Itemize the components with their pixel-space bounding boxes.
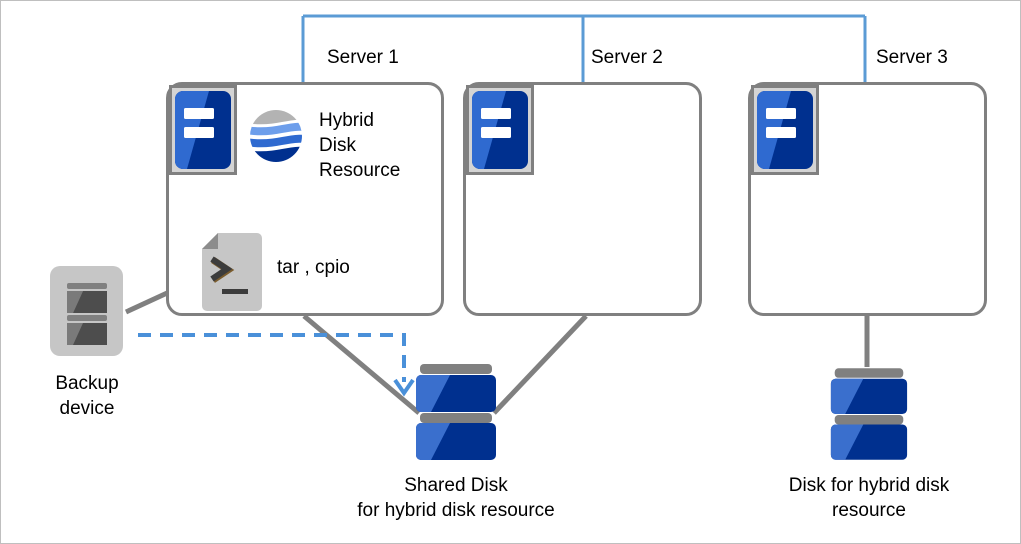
server-icon-1 (169, 85, 237, 175)
backup-disk-glyph (67, 283, 107, 345)
server-glyph (472, 91, 528, 169)
server-glyph (175, 91, 231, 169)
local-disk-icon (830, 368, 908, 460)
network-bus (301, 14, 867, 82)
backup-device-icon (50, 266, 123, 356)
server-icon-2 (466, 85, 534, 175)
server-icon-3 (751, 85, 819, 175)
hybrid-disk-resource-label: Hybrid Disk Resource (319, 110, 401, 181)
local-disk-label: Disk for hybrid disk resource (788, 475, 950, 521)
server-label-3: Server 3 (876, 47, 948, 68)
backup-device-label: Backup device (55, 373, 119, 419)
globe-icon (250, 110, 302, 162)
shared-disk-icon (416, 364, 496, 460)
server-label-1: Server 1 (327, 47, 399, 68)
script-file-icon (202, 233, 262, 311)
backup-flow-arrow (138, 333, 415, 397)
server-glyph (757, 91, 813, 169)
tar-cpio-label: tar , cpio (277, 257, 350, 278)
shared-disk-label: Shared Disk for hybrid disk resource (357, 475, 555, 521)
server-label-2: Server 2 (591, 47, 663, 68)
